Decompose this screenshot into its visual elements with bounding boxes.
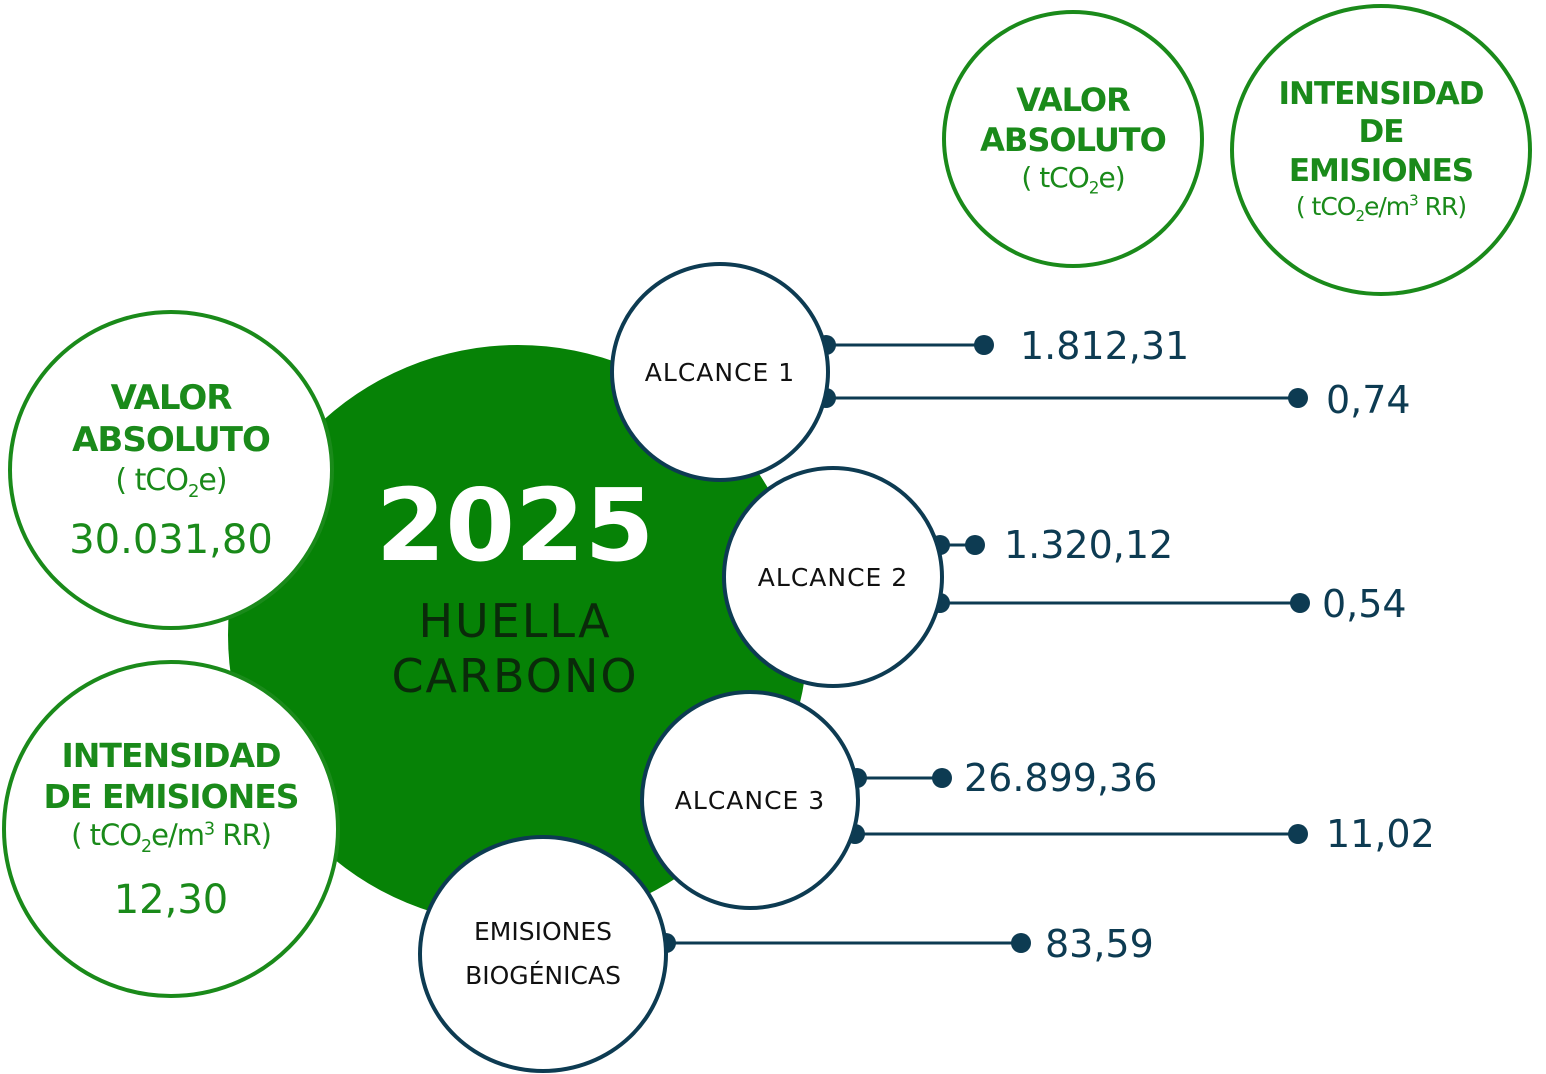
total-abs-l2: ABSOLUTO xyxy=(72,420,271,461)
alcance-1-label: ALCANCE 1 xyxy=(644,357,796,387)
alcance-1-intensity-value: 0,74 xyxy=(1326,378,1411,422)
dot xyxy=(932,768,952,788)
legend-intensidad-text: INTENSIDAD DE EMISIONES ( tCO2e/m3 RR) xyxy=(1230,4,1532,296)
huella-carbono-label: 2025 HUELLA CARBONO xyxy=(330,460,700,720)
legend-intensidad xyxy=(1230,4,1532,296)
alcance-1-absolute-value: 1.812,31 xyxy=(1020,324,1190,368)
alcance-1-text: ALCANCE 1 xyxy=(610,262,830,482)
biogenic-absolute-value: 83,59 xyxy=(1045,922,1154,966)
total-int-l2: DE EMISIONES xyxy=(43,777,299,817)
huella-label: HUELLA xyxy=(418,593,612,648)
dot xyxy=(1288,388,1308,408)
total-intensidad-circle xyxy=(2,660,340,998)
total-abs-l1: VALOR xyxy=(110,377,233,418)
total-abs-unit: ( tCO2e) xyxy=(115,462,227,502)
alcance-3-absolute-value: 26.899,36 xyxy=(964,756,1158,800)
alcance-3-intensity-value: 11,02 xyxy=(1326,812,1435,856)
alcance-2-intensity-value: 0,54 xyxy=(1322,582,1407,626)
dot xyxy=(974,335,994,355)
emisiones-biogenicas-text: EMISIONES BIOGÉNICAS xyxy=(418,835,668,1073)
total-abs-value: 30.031,80 xyxy=(69,517,273,564)
carbono-label: CARBONO xyxy=(391,649,639,703)
alcance-2-label: ALCANCE 2 xyxy=(757,562,909,592)
legend-int-l3: EMISIONES xyxy=(1288,153,1474,189)
legend-valor-absoluto xyxy=(942,10,1204,268)
dot xyxy=(1011,933,1031,953)
alcance-2-circle xyxy=(722,466,944,688)
alcance-1-circle xyxy=(610,262,830,482)
alcance-2-text: ALCANCE 2 xyxy=(722,466,944,688)
total-int-value: 12,30 xyxy=(113,877,229,924)
biogenic-l1: EMISIONES xyxy=(473,917,613,947)
total-int-unit: ( tCO2e/m3 RR) xyxy=(71,818,272,858)
year-label: 2025 xyxy=(375,466,655,584)
biogenic-l2: BIOGÉNICAS xyxy=(465,961,621,990)
alcance-3-circle xyxy=(640,690,860,910)
alcance-2-absolute-value: 1.320,12 xyxy=(1004,523,1174,567)
legend-abs-unit: ( tCO2e) xyxy=(1021,160,1125,198)
legend-int-unit: ( tCO2e/m3 RR) xyxy=(1295,191,1467,225)
total-int-l1: INTENSIDAD xyxy=(61,735,282,775)
legend-int-l1: INTENSIDAD xyxy=(1278,75,1484,112)
legend-abs-l2: ABSOLUTO xyxy=(980,120,1167,159)
dot xyxy=(1290,593,1310,613)
total-valor-absoluto-text: VALOR ABSOLUTO ( tCO2e) 30.031,80 xyxy=(8,310,334,630)
dot xyxy=(1288,824,1308,844)
legend-int-l2: DE xyxy=(1358,114,1405,151)
legend-abs-l1: VALOR xyxy=(1016,80,1130,119)
legend-valor-absoluto-text: VALOR ABSOLUTO ( tCO2e) xyxy=(942,10,1204,268)
alcance-3-label: ALCANCE 3 xyxy=(674,785,826,815)
dot xyxy=(965,535,985,555)
alcance-3-text: ALCANCE 3 xyxy=(640,690,860,910)
total-valor-absoluto-circle xyxy=(8,310,334,630)
emisiones-biogenicas-circle xyxy=(418,835,668,1073)
total-intensidad-text: INTENSIDAD DE EMISIONES ( tCO2e/m3 RR) 1… xyxy=(2,660,340,998)
